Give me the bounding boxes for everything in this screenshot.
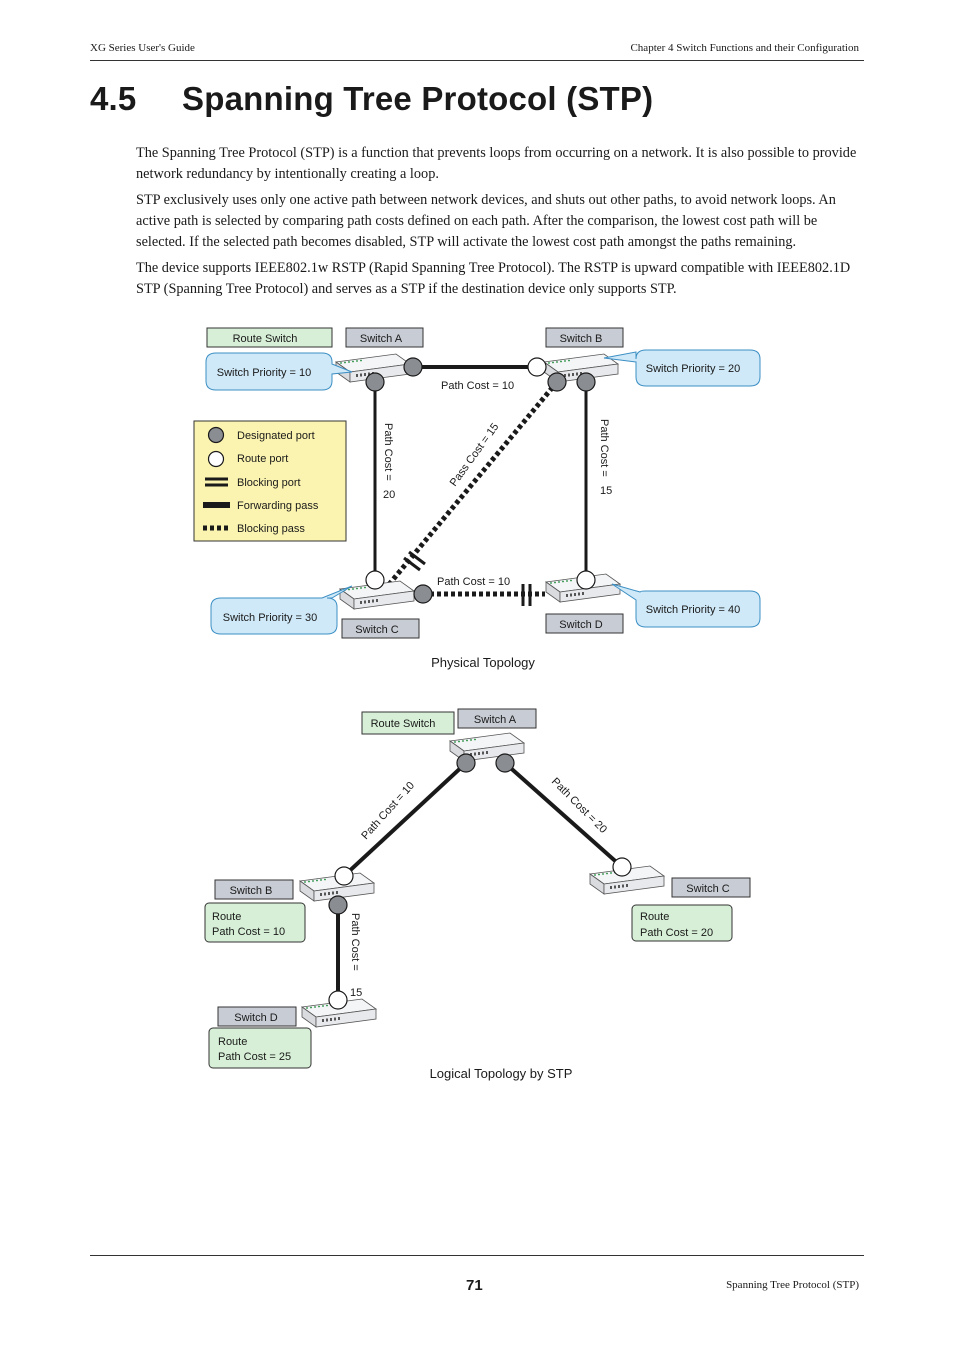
logical-caption: Logical Topology by STP xyxy=(430,1066,573,1081)
priority-d-text: Switch Priority = 40 xyxy=(646,604,740,616)
priority-d-callout xyxy=(611,583,761,628)
port-a-designated xyxy=(365,372,385,392)
port-d-route xyxy=(576,570,596,590)
switch-d-label: Switch D xyxy=(234,1012,277,1024)
legend-item: Route port xyxy=(237,453,288,465)
header-guide-title: XG Series User's Guide xyxy=(90,42,195,54)
switch-a-tag xyxy=(345,327,424,348)
section-title: Spanning Tree Protocol (STP) xyxy=(182,80,654,117)
port-a-designated xyxy=(403,357,423,377)
header-chapter-title: Chapter 4 Switch Functions and their Con… xyxy=(630,42,859,54)
legend-item: Designated port xyxy=(237,430,315,442)
cost-a-c-value: 20 xyxy=(383,489,395,501)
switch-d-tag xyxy=(545,613,624,634)
footer-divider xyxy=(90,1255,864,1256)
route-c-line1: Route xyxy=(640,911,669,923)
blocking-mark-cd xyxy=(521,584,532,606)
switch-b-label: Switch B xyxy=(230,885,273,897)
route-b-box xyxy=(204,902,306,943)
route-d-box xyxy=(208,1027,312,1069)
legend-item: Blocking port xyxy=(237,477,301,489)
switch-d-tag xyxy=(217,1006,297,1027)
link-a-b xyxy=(342,761,468,878)
route-switch-label: Route Switch xyxy=(371,718,436,730)
legend: Designated port Route port Blocking port… xyxy=(193,420,347,542)
port-c-designated xyxy=(413,584,433,604)
paragraph: The Spanning Tree Protocol (STP) is a fu… xyxy=(136,145,857,182)
port-b-designated xyxy=(547,372,567,392)
cost-c-d: Path Cost = 10 xyxy=(437,576,510,588)
port-a-designated xyxy=(456,753,476,773)
cost-b-d: Path Cost = xyxy=(349,913,361,971)
switch-b-label: Switch B xyxy=(560,333,603,345)
switch-a-label: Switch A xyxy=(360,333,403,345)
section-number: 4.5 xyxy=(90,80,137,117)
footer-section-title: Spanning Tree Protocol (STP) xyxy=(726,1279,859,1291)
switch-b-tag xyxy=(214,879,294,900)
priority-c-callout xyxy=(210,585,353,635)
blocking-mark-bc xyxy=(403,550,426,572)
cost-b-d-value: 15 xyxy=(350,987,362,999)
legend-designated-swatch xyxy=(207,426,225,444)
switch-c-tag xyxy=(671,877,751,898)
switch-b-tag xyxy=(545,327,624,348)
route-b-line1: Route xyxy=(212,911,241,923)
port-c-route xyxy=(365,570,385,590)
route-d-line1: Route xyxy=(218,1036,247,1048)
switch-a-label: Switch A xyxy=(474,714,517,726)
cost-a-c: Path Cost = xyxy=(382,423,394,481)
route-d-line2: Path Cost = 25 xyxy=(218,1051,291,1063)
logical-topology: Route Switch Switch A Switch B Switch C … xyxy=(204,708,751,1081)
port-b-designated xyxy=(576,372,596,392)
port-b-route xyxy=(334,866,354,886)
port-c-route xyxy=(612,857,632,877)
legend-item: Blocking pass xyxy=(237,523,305,535)
switch-d-label: Switch D xyxy=(559,619,602,631)
priority-a-callout xyxy=(205,352,353,391)
page-number: 71 xyxy=(466,1277,483,1294)
cost-a-b: Path Cost = 10 xyxy=(441,380,514,392)
priority-c-text: Switch Priority = 30 xyxy=(223,612,317,624)
legend-item: Forwarding pass xyxy=(237,500,319,512)
priority-a-text: Switch Priority = 10 xyxy=(217,367,311,379)
route-switch-tag xyxy=(206,327,333,348)
paragraph: STP exclusively uses only one active pat… xyxy=(136,192,836,250)
port-b-designated xyxy=(328,895,348,915)
cost-b-d: Path Cost = xyxy=(598,419,610,477)
switch-c-label: Switch C xyxy=(686,883,729,895)
cost-b-d-value: 15 xyxy=(600,485,612,497)
port-d-route xyxy=(328,990,348,1010)
priority-b-callout xyxy=(603,349,761,387)
header-divider xyxy=(90,60,864,61)
route-c-line2: Path Cost = 20 xyxy=(640,927,713,939)
legend-route-swatch xyxy=(207,450,225,468)
port-b-route xyxy=(527,357,547,377)
link-a-c xyxy=(503,761,624,869)
section-heading: 4.5 Spanning Tree Protocol (STP) xyxy=(90,80,653,118)
route-switch-label: Route Switch xyxy=(233,333,298,345)
route-b-line2: Path Cost = 10 xyxy=(212,926,285,938)
route-c-box xyxy=(631,904,733,942)
switch-c-tag xyxy=(341,618,420,639)
paragraph: The device supports IEEE802.1w RSTP (Rap… xyxy=(136,260,851,297)
body-text: The Spanning Tree Protocol (STP) is a fu… xyxy=(136,143,862,305)
physical-topology: Route Switch Switch A Switch B Switch C … xyxy=(193,327,761,670)
physical-caption: Physical Topology xyxy=(431,655,535,670)
port-a-designated xyxy=(495,753,515,773)
switch-c-label: Switch C xyxy=(355,624,398,636)
legend-blocking-port-swatch xyxy=(205,477,228,487)
priority-b-text: Switch Priority = 20 xyxy=(646,363,740,375)
switch-a-tag xyxy=(457,708,537,729)
route-switch-tag xyxy=(361,711,455,735)
link-b-c-blocked xyxy=(384,380,559,590)
